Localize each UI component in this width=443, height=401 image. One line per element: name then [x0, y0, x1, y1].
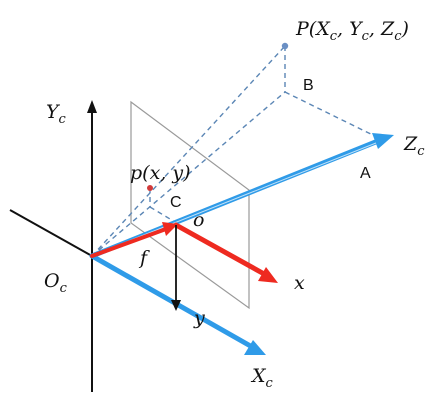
image-plane [130, 100, 250, 310]
ray-origin-to-P [91, 45, 286, 257]
point-p-marker [147, 185, 153, 191]
label-origin-Oc: Oc [44, 270, 68, 296]
image-y-axis-arrowhead [171, 300, 181, 311]
ray-origin-to-B [91, 91, 286, 257]
label-o: o [193, 209, 204, 231]
back-axis-line [9, 209, 93, 257]
label-axis-Zc: Zc [403, 133, 425, 159]
zc-axis-arrowhead [372, 133, 394, 149]
label-x: x [294, 272, 305, 294]
xc-axis-arrowhead [244, 340, 266, 355]
image-x-axis-line [173, 222, 269, 278]
yc-axis-arrowhead [87, 100, 97, 113]
label-y: y [193, 307, 205, 329]
point-P-marker [281, 42, 289, 50]
line-p-to-C-diagonal [149, 206, 176, 223]
label-axis-Yc: Yc [46, 101, 67, 127]
label-A: A [360, 165, 371, 182]
focal-segment [90, 227, 168, 258]
projection-dashed-lines [91, 45, 384, 257]
line-B-to-A [284, 91, 384, 141]
label-C: C [170, 194, 182, 211]
label-axis-Xc: Xc [250, 365, 274, 391]
label-B: B [303, 77, 314, 94]
label-f: f [138, 247, 150, 269]
image-x-axis-arrowhead [258, 267, 278, 283]
label-point-p: p(x, y) [130, 162, 191, 184]
label-point-P: P(Xc, Yc, Zc) [295, 18, 409, 44]
